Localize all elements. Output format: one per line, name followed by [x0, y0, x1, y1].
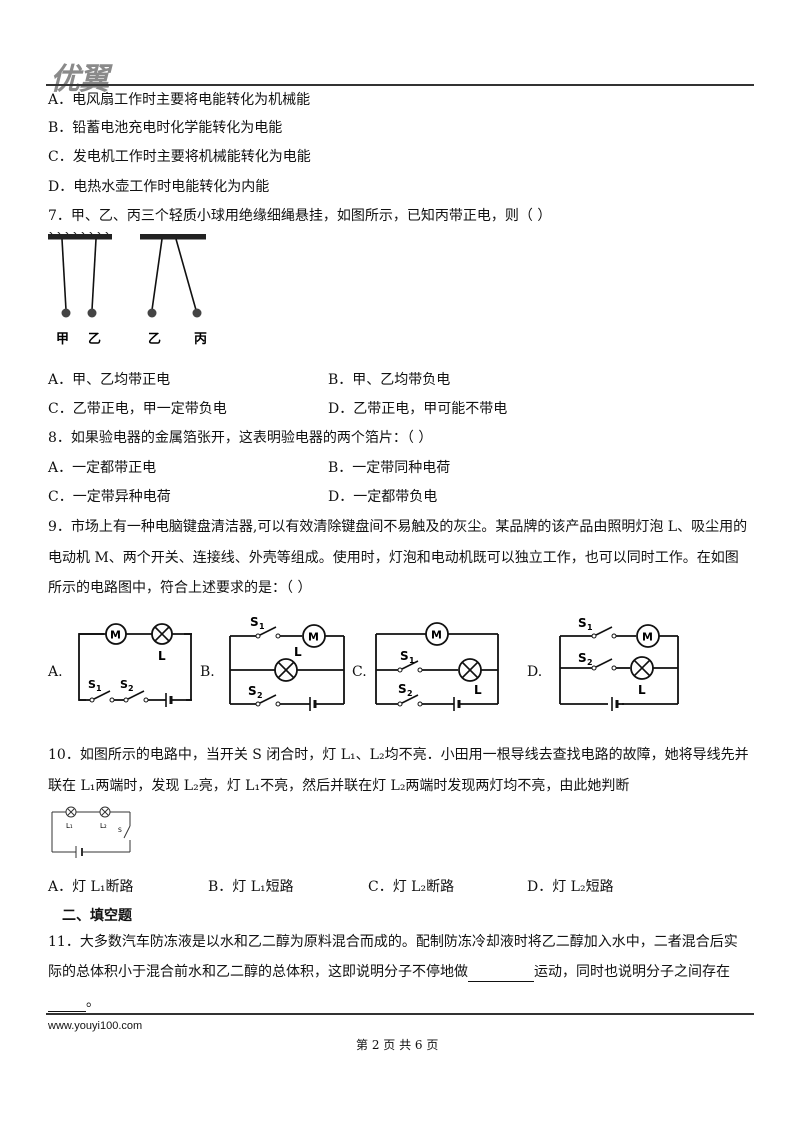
q9-circuit-a: M L S 1 S 2: [78, 623, 192, 707]
svg-text:L₂: L₂: [100, 822, 107, 830]
q7-label-jia: 甲: [56, 332, 69, 347]
q6-option-c: C．发电机工作时主要将机械能转化为电能: [48, 149, 311, 165]
svg-text:M: M: [431, 629, 442, 642]
q8-stem: 8．如果验电器的金属箔张开，这表明验电器的两个箔片：（ ）: [48, 430, 433, 446]
q7-stem: 7．甲、乙、丙三个轻质小球用绝缘细绳悬挂，如图所示，已知丙带正电，则（ ）: [48, 208, 552, 224]
q9-circuit-c: M S 1 L S 2: [375, 622, 499, 711]
q9-label-d: D.: [527, 664, 543, 680]
svg-text:S: S: [118, 827, 122, 834]
q7-label-yi-2: 乙: [148, 332, 161, 347]
svg-text:S: S: [578, 651, 587, 665]
q10-option-a: A．灯 L₁断路: [48, 879, 134, 895]
svg-text:S: S: [398, 682, 407, 696]
q10-circuit-figure: L₁ L₂ S: [51, 806, 131, 858]
svg-text:2: 2: [128, 684, 134, 693]
svg-text:1: 1: [96, 684, 102, 693]
svg-text:M: M: [642, 631, 653, 644]
svg-text:1: 1: [259, 622, 265, 631]
q11-stem-line-1: 11．大多数汽车防冻液是以水和乙二醇为原料混合而成的。配制防冻冷却液时将乙二醇加…: [48, 934, 738, 950]
svg-text:L: L: [294, 645, 302, 659]
q8-option-d: D．一定都带负电: [328, 489, 438, 505]
q10-option-d: D．灯 L₂短路: [527, 879, 614, 895]
q10-stem-line-1: 10．如图所示的电路中，当开关 S 闭合时，灯 L₁、L₂均不亮．小田用一根导线…: [48, 747, 749, 763]
q10-option-c: C．灯 L₂断路: [368, 879, 455, 895]
svg-text:1: 1: [409, 656, 415, 665]
svg-text:S: S: [250, 615, 259, 629]
q8-option-a: A．一定都带正电: [48, 460, 157, 476]
q7-label-yi-1: 乙: [88, 332, 101, 347]
q9-circuit-b: M S 1 L S 2: [229, 615, 345, 711]
svg-text:2: 2: [407, 689, 413, 698]
footer-rule: [46, 1013, 754, 1015]
q6-option-b: B．铅蓄电池充电时化学能转化为电能: [48, 120, 283, 136]
svg-text:S: S: [88, 678, 96, 691]
q8-option-b: B．一定带同种电荷: [328, 460, 451, 476]
q10-stem-line-2: 联在 L₁两端时，发现 L₂亮，灯 L₁不亮，然后并联在灯 L₂两端时发现两灯均…: [48, 778, 630, 794]
svg-text:L: L: [474, 683, 482, 697]
svg-text:S: S: [248, 684, 257, 698]
q11-stem-line-2: 际的总体积小于混合前水和乙二醇的总体积，这即说明分子不停地做运动，同时也说明分子…: [48, 964, 730, 982]
q11-blank-2[interactable]: [48, 997, 86, 1012]
q9-label-a: A.: [48, 664, 63, 680]
logo: 优翼: [50, 62, 109, 97]
svg-text:2: 2: [587, 658, 593, 667]
q6-option-d: D．电热水壶工作时电能转化为内能: [48, 179, 270, 195]
q9-stem-line-1: 9．市场上有一种电脑键盘清洁器,可以有效清除键盘间不易触及的灰尘。某品牌的该产品…: [48, 519, 748, 535]
header-rule: [46, 84, 754, 86]
q9-label-c: C.: [352, 664, 367, 680]
q7-option-b: B．甲、乙均带负电: [328, 372, 451, 388]
q6-option-a: A．电风扇工作时主要将电能转化为机械能: [48, 92, 311, 108]
svg-text:S: S: [120, 678, 128, 691]
q9-stem-line-2: 电动机 M、两个开关、连接线、外壳等组成。使用时，灯泡和电动机既可以独立工作，也…: [48, 550, 739, 566]
q8-option-c: C．一定带异种电荷: [48, 489, 171, 505]
q7-option-a: A．甲、乙均带正电: [48, 372, 171, 388]
svg-text:2: 2: [257, 691, 263, 700]
q9-circuit-d: M S 1 S 2 L: [559, 616, 679, 711]
svg-text:1: 1: [587, 623, 593, 632]
svg-text:L: L: [638, 683, 646, 697]
q7-option-d: D．乙带正电，甲可能不带电: [328, 401, 508, 417]
svg-text:L₁: L₁: [66, 822, 73, 830]
motor-label-a: M: [110, 629, 121, 642]
svg-text:S: S: [578, 616, 587, 630]
q11-stem-line-3: 。: [48, 992, 100, 1012]
q7-label-bing: 丙: [194, 332, 207, 347]
svg-text:M: M: [308, 631, 319, 644]
q7-option-c: C．乙带正电，甲一定带负电: [48, 401, 227, 417]
q9-stem-line-3: 所示的电路图中，符合上述要求的是：（ ）: [48, 580, 312, 596]
q10-option-b: B．灯 L₁短路: [208, 879, 294, 895]
lamp-label-a: L: [158, 649, 166, 663]
q7-ball-figure: 甲 乙 乙 丙: [48, 232, 207, 347]
footer-page-number: 第 2 页 共 6 页: [356, 1038, 439, 1052]
svg-text:S: S: [400, 649, 409, 663]
section-title: 二、填空题: [62, 908, 132, 924]
q9-label-b: B.: [200, 664, 215, 680]
footer-site: www.youyi100.com: [48, 1020, 143, 1032]
q11-blank-1[interactable]: [468, 967, 534, 982]
